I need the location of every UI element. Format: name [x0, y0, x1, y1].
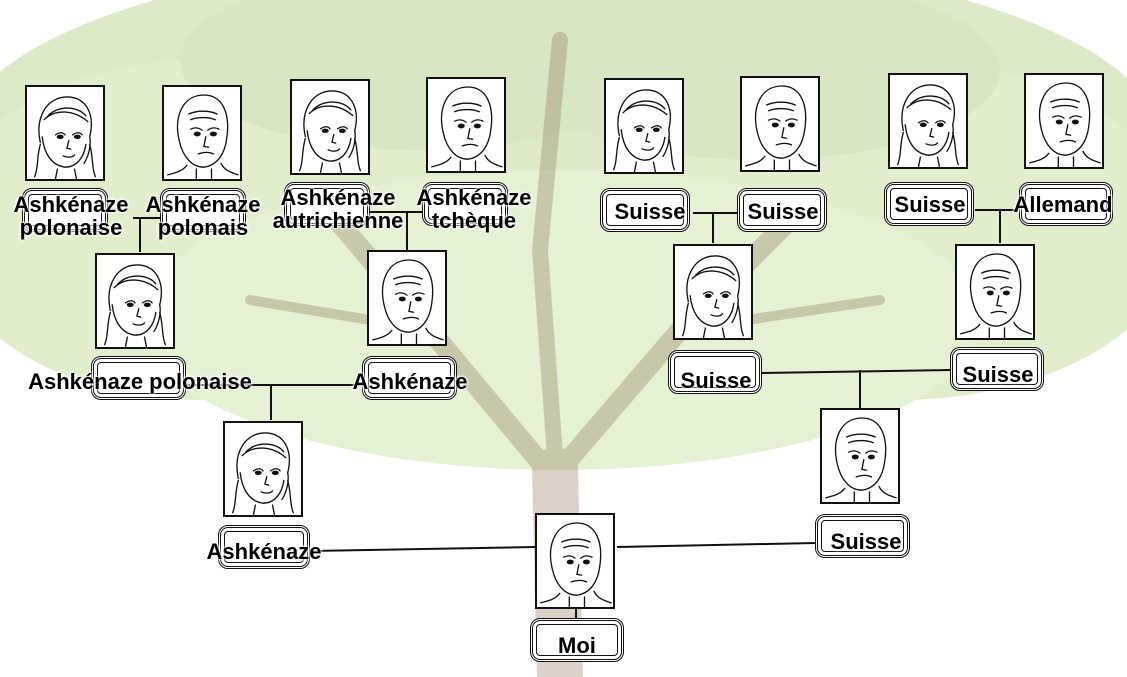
portrait-p4 [426, 77, 506, 173]
portrait-me [535, 513, 615, 609]
man-face-icon [745, 85, 817, 170]
portrait-p1 [25, 85, 105, 181]
man-face-icon [372, 259, 444, 344]
plaque-p8 [1019, 182, 1113, 226]
portrait-p12 [955, 244, 1035, 340]
portrait-p11 [673, 244, 753, 340]
man-face-icon [167, 94, 239, 179]
plaque-p4 [422, 182, 508, 226]
portrait-p2 [162, 85, 242, 181]
woman-face-icon [612, 89, 676, 172]
label-p8: Allemand [1013, 192, 1113, 217]
label-p5: Suisse [614, 199, 686, 224]
portrait-p14 [820, 408, 900, 504]
man-face-icon [1029, 82, 1101, 167]
portrait-p13 [223, 421, 303, 517]
woman-face-icon [681, 255, 745, 338]
plaque-p14 [815, 514, 910, 558]
plaque-p1 [22, 188, 108, 232]
plaque-p7 [884, 182, 974, 226]
label-p13: Ashkénaze [206, 539, 322, 564]
portrait-p6 [740, 76, 820, 172]
plaque-p10 [362, 356, 457, 400]
woman-face-icon [33, 96, 97, 179]
woman-face-icon [231, 432, 295, 515]
plaque-p5 [600, 188, 690, 232]
label-p12: Suisse [962, 362, 1034, 387]
label-p7: Suisse [894, 192, 966, 217]
plaque-p2 [160, 188, 246, 232]
man-face-icon [540, 522, 612, 607]
plaque-p3 [284, 182, 370, 226]
portrait-p5 [604, 78, 684, 174]
man-face-icon [431, 86, 503, 171]
label-p14: Suisse [830, 529, 902, 554]
plaque-p6 [737, 188, 827, 232]
portrait-p9 [95, 253, 175, 349]
portrait-p10 [367, 250, 447, 346]
man-face-icon [960, 253, 1032, 338]
label-me: Moi [558, 633, 596, 658]
label-p9: Ashkénaze polonaise [28, 369, 252, 394]
plaque-p13 [218, 525, 310, 569]
woman-face-icon [896, 84, 960, 167]
portrait-p8 [1024, 73, 1104, 169]
man-face-icon [825, 417, 897, 502]
portrait-p7 [888, 73, 968, 169]
label-p6: Suisse [747, 199, 819, 224]
woman-face-icon [103, 264, 167, 347]
portrait-p3 [290, 79, 370, 175]
label-p11: Suisse [680, 368, 752, 393]
plaque-me [530, 618, 624, 662]
woman-face-icon [298, 90, 362, 173]
plaque-p9 [91, 356, 186, 400]
plaque-p11 [668, 350, 762, 394]
label-p10: Ashkénaze [352, 369, 468, 394]
plaque-p12 [950, 347, 1044, 391]
